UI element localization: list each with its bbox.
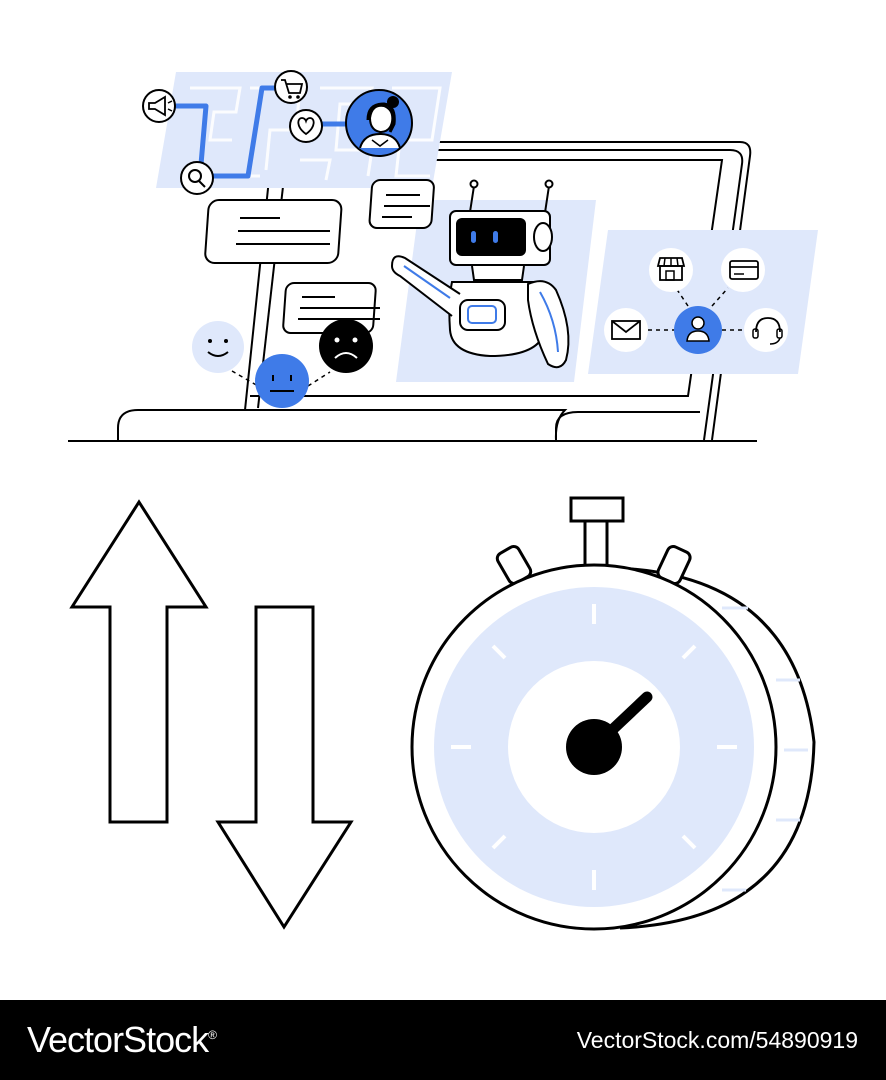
shopping-cart-icon	[274, 70, 308, 104]
woman-avatar-icon	[345, 89, 413, 157]
arrow-up-icon	[69, 499, 209, 824]
smiley-happy-icon	[192, 321, 244, 373]
smiley-neutral-icon	[255, 354, 309, 408]
chat-bubble-icon	[204, 199, 343, 264]
arrow-down-icon	[215, 605, 354, 930]
watermark-image-id: VectorStock.com/54890919	[576, 1026, 858, 1053]
megaphone-icon	[142, 89, 176, 123]
heart-icon	[289, 109, 323, 143]
mail-icon	[604, 308, 648, 352]
headset-icon	[744, 308, 788, 352]
search-icon	[180, 161, 214, 195]
user-icon	[674, 306, 722, 354]
watermark-brand: VectorStock®	[27, 1019, 217, 1060]
stopwatch-icon	[410, 496, 816, 931]
robot-icon	[390, 179, 570, 369]
store-icon	[649, 248, 693, 292]
smiley-sad-icon	[319, 319, 373, 373]
credit-card-icon	[721, 248, 765, 292]
chat-bubble-icon	[368, 179, 435, 229]
illustration	[68, 70, 818, 931]
watermark-bar: VectorStock® VectorStock.com/54890919	[0, 1000, 886, 1080]
